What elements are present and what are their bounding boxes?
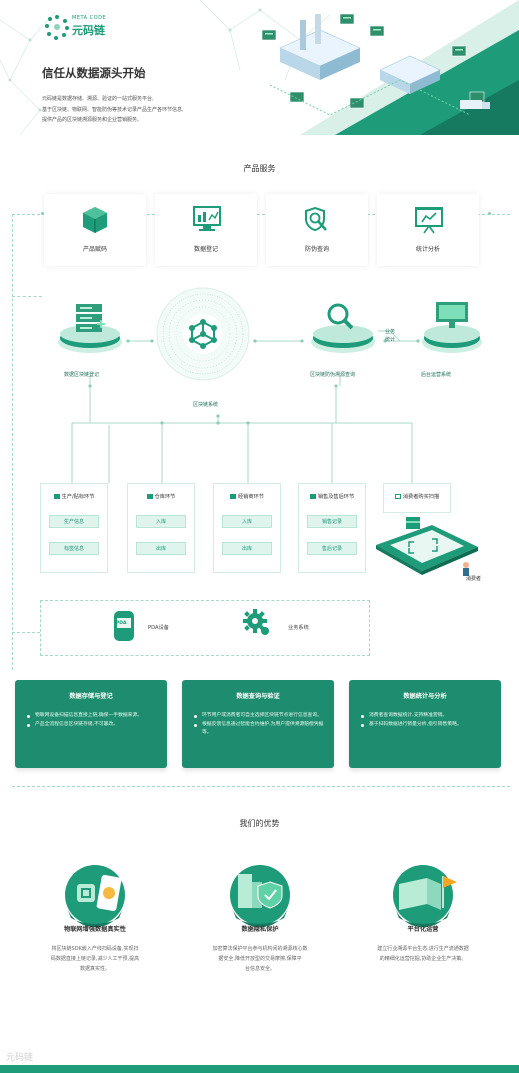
consumer-scan-box: 消费者购买扫描 bbox=[383, 483, 451, 513]
node-label-backend: 后台运营系统 bbox=[421, 372, 452, 378]
privacy-advantage-icon bbox=[230, 865, 290, 928]
feature-card-item: 基于扫码数据进行销量分析,指引销售策略。 bbox=[361, 721, 491, 730]
stage-connectors bbox=[71, 384, 413, 483]
stage-title: 经销商环节 bbox=[238, 494, 264, 500]
pda-device-icon bbox=[114, 611, 134, 641]
device-box bbox=[40, 600, 370, 656]
feature-card-item: 产品全流程信息区块链存储,不可篡改。 bbox=[27, 721, 157, 730]
stage-title: 销售及售后环节 bbox=[317, 494, 355, 500]
stage-record: 入库 bbox=[136, 515, 186, 528]
cube-icon bbox=[83, 207, 107, 233]
stage-record: 生产信息 bbox=[49, 515, 99, 528]
phone-scan-illustration bbox=[376, 517, 478, 576]
advantage-desc: 加密算法保护平台参与机构间的溯源核心数 据安全,降低开放型的交易摩擦,保障平 台… bbox=[212, 946, 308, 972]
advantage-desc: 建立行业溯源平台生态,进行生产流通数据 的精细化运营挖掘,协助企业生产决策。 bbox=[377, 946, 469, 962]
hero-title: 信任从数据源头开始 bbox=[42, 66, 146, 80]
service-label: 产品赋码 bbox=[82, 246, 107, 253]
hero-desc-line: 元码链是数据存储、溯源、验证的一站式服务平台, bbox=[42, 96, 154, 102]
logo-text-en: META CODE bbox=[72, 15, 107, 21]
consumer-scan-label: 消费者购买扫描 bbox=[402, 494, 440, 500]
iot-advantage-icon bbox=[65, 865, 125, 928]
stage-title: 仓库环节 bbox=[154, 494, 176, 500]
hero-description: 元码链是数据存储、溯源、验证的一站式服务平台, 基于区块链、物联网、智能防伪等技… bbox=[42, 94, 282, 126]
consumer-label: 消费者 bbox=[466, 576, 482, 582]
gear-icon bbox=[243, 609, 269, 635]
feature-card-storage: 数据存储与登记 物联网设备扫描信息直接上链,确保一手数据来源。 产品全流程信息区… bbox=[15, 680, 167, 768]
footer-bar bbox=[0, 1065, 519, 1073]
dashboard-icon bbox=[193, 206, 221, 231]
service-card-register: 数据登记 bbox=[155, 194, 257, 266]
register-platform bbox=[58, 304, 122, 353]
logo-text-cn: 元码链 bbox=[72, 24, 105, 37]
service-card-coding: 产品赋码 bbox=[44, 194, 146, 266]
factory-illustration bbox=[261, 13, 490, 116]
stage-record: 销售记录 bbox=[307, 515, 357, 528]
stage-record: 出库 bbox=[136, 542, 186, 555]
search-shield-icon bbox=[305, 206, 327, 232]
section-title-advantages: 我们的优势 bbox=[239, 819, 280, 828]
advantage-title: 平台化运营 bbox=[407, 926, 439, 933]
logo-icon bbox=[45, 15, 69, 40]
stage-record: 售后记录 bbox=[307, 542, 357, 555]
hero-desc-line: 提供产品的区块链溯源服务和企业营销服务。 bbox=[42, 117, 143, 123]
stage-icon bbox=[146, 494, 153, 499]
feature-card-title: 数据存储与登记 bbox=[69, 693, 113, 700]
advantage-title: 数据隐私保护 bbox=[241, 926, 279, 933]
pda-badge: PDA bbox=[116, 621, 127, 626]
service-card-stats: 统计分析 bbox=[377, 194, 479, 266]
feature-card-item: 环节用户或消费者可自主选择区块链节点进行信息查询。 bbox=[194, 712, 324, 721]
stage-icon bbox=[309, 494, 316, 499]
service-label: 防伪查询 bbox=[304, 246, 329, 253]
service-label: 统计分析 bbox=[415, 246, 440, 253]
node-label-blockchain: 区块链系统 bbox=[193, 402, 219, 408]
section-title-products: 产品服务 bbox=[243, 164, 276, 173]
feature-card-title: 数据统计与分析 bbox=[403, 693, 447, 700]
biz-system-label: 业务系统 bbox=[288, 625, 309, 631]
watermark: 元码链 bbox=[6, 1053, 34, 1063]
blockchain-globe-icon bbox=[156, 287, 250, 381]
stage-title: 生产/贴标环节 bbox=[61, 494, 95, 500]
feature-card-item: 物联网设备扫描信息直接上链,确保一手数据来源。 bbox=[27, 712, 157, 721]
feature-card-item: 根据反馈信息通过智能合约维护,为用户提供溯源赔偿凭据等。 bbox=[194, 721, 324, 738]
advantage-title: 物联网增强数据真实性 bbox=[64, 926, 126, 933]
service-label: 数据登记 bbox=[193, 246, 218, 253]
hero-network-background bbox=[0, 0, 519, 136]
blockchain-node-diagram bbox=[58, 287, 482, 386]
stage-dealer: 经销商环节 入库 出库 bbox=[213, 483, 281, 573]
stage-record: 标签信息 bbox=[49, 542, 99, 555]
stage-record: 入库 bbox=[222, 515, 272, 528]
stage-record: 出库 bbox=[222, 542, 272, 555]
stage-production: 生产/贴标环节 生产信息 标签信息 bbox=[40, 483, 108, 573]
stage-icon bbox=[53, 494, 60, 499]
node-label-trace-query: 区块链防伪溯源查询 bbox=[310, 372, 356, 378]
feature-card-title: 数据查询与验证 bbox=[236, 693, 280, 700]
scan-icon bbox=[394, 494, 401, 499]
node-label-biz-stats: 业务 统计 bbox=[385, 329, 396, 343]
presentation-chart-icon bbox=[415, 207, 443, 234]
feature-card-item: 消费者查询数据统计,支持精准营销。 bbox=[361, 712, 491, 721]
stage-sales: 销售及售后环节 销售记录 售后记录 bbox=[298, 483, 366, 573]
service-card-query: 防伪查询 bbox=[266, 194, 368, 266]
pda-label: PDA设备 bbox=[148, 625, 169, 631]
diagram-bottom-border bbox=[12, 786, 510, 787]
platform-advantage-icon bbox=[393, 865, 457, 928]
diagram-frame bbox=[12, 214, 510, 670]
node-label-register: 数据区块链登记 bbox=[64, 372, 100, 378]
stage-icon bbox=[230, 494, 237, 499]
hero-desc-line: 基于区块链、物联网、智能防伪等技术记录产品生产各环节信息, bbox=[42, 106, 184, 113]
stage-warehouse: 仓库环节 入库 出库 bbox=[127, 483, 195, 573]
trace-query-platform bbox=[311, 303, 375, 353]
backend-platform bbox=[422, 302, 482, 353]
feature-card-query: 数据查询与验证 环节用户或消费者可自主选择区块链节点进行信息查询。 根据反馈信息… bbox=[182, 680, 334, 768]
feature-card-stats: 数据统计与分析 消费者查询数据统计,支持精准营销。 基于扫码数据进行销量分析,指… bbox=[349, 680, 501, 768]
advantage-desc: 将区块链SDK嵌入产线扫码设备,实现扫 码数据直接上链记录,减少人工干预,提高 … bbox=[50, 946, 140, 972]
